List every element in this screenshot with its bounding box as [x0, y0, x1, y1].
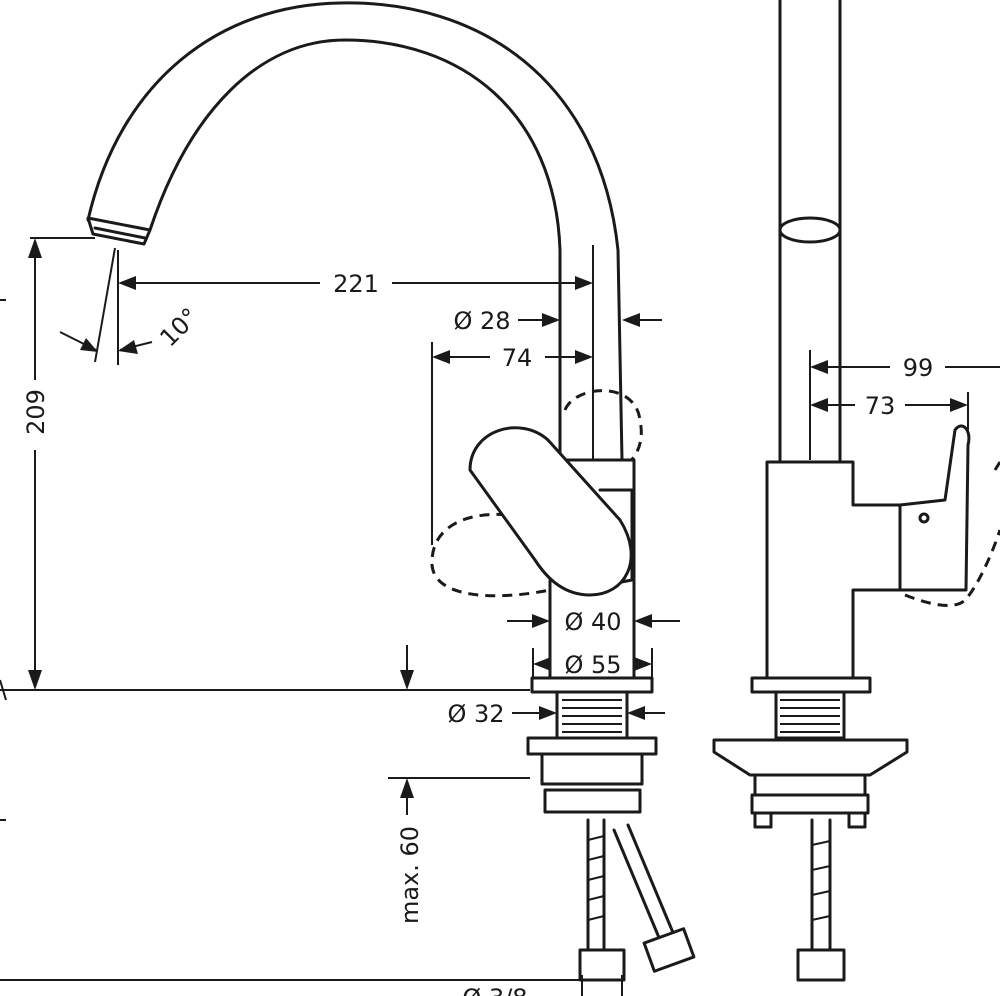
- side-lever-screw: [918, 512, 930, 524]
- side-base-flange: [750, 676, 872, 694]
- arrow-221-right: [575, 276, 593, 290]
- deck-plate: [526, 736, 658, 756]
- side-lever-handle: [898, 424, 971, 592]
- side-dimensions: 99 73: [809, 350, 1000, 460]
- arrow-209-top: [28, 238, 42, 258]
- side-thread-lines: [780, 699, 840, 733]
- side-view: [712, 0, 1000, 982]
- spout-tip: [86, 216, 152, 246]
- spout-height-label: 209: [22, 389, 50, 435]
- lever-open-position-outline: [563, 389, 643, 472]
- arrow-221-left: [118, 276, 136, 290]
- spout-reach-label: 221: [333, 270, 379, 298]
- lock-washer: [543, 788, 642, 814]
- side-lever-dashed-position: [904, 461, 1000, 607]
- spout-inner-contour: [148, 38, 562, 462]
- side-nut-right: [847, 811, 867, 829]
- side-aerator: [778, 216, 842, 244]
- partial-bottom-label: Ø 3/8: [462, 984, 527, 996]
- side-nut-left: [753, 811, 773, 829]
- side-hose-fitting: [796, 948, 846, 982]
- spout-aerator: [93, 226, 147, 240]
- front-dimensions: 221 10° 209 Ø 28 74 Ø 40: [0, 237, 680, 996]
- arrow-209-bottom: [28, 670, 42, 690]
- spout-diameter-label: Ø 28: [453, 307, 510, 335]
- spout-angle-label: 10°: [154, 302, 204, 352]
- spout-outer-contour: [86, 1, 624, 462]
- side-lock-washer: [750, 793, 870, 815]
- base-diameter-label: Ø 55: [564, 651, 621, 679]
- mounting-nut: [540, 752, 644, 786]
- side-deck-plate: [712, 738, 909, 777]
- lever-reach-label: 74: [502, 344, 533, 372]
- hose-hatching: [587, 835, 605, 921]
- supply-hose-straight: [586, 818, 606, 962]
- thread-lines: [562, 699, 622, 733]
- side-reach-99-label: 99: [903, 354, 934, 382]
- lever-side-position-outline: [430, 512, 551, 598]
- front-view: [86, 1, 696, 982]
- base-flange: [530, 676, 654, 694]
- body-diameter-label: Ø 40: [564, 608, 621, 636]
- supply-hose-angled: [612, 823, 676, 942]
- side-mounting-nut: [753, 773, 867, 797]
- side-hose: [810, 818, 832, 962]
- thread-diameter-label: Ø 32: [447, 700, 504, 728]
- hose-fitting-straight: [578, 948, 626, 982]
- side-reach-73-label: 73: [865, 392, 896, 420]
- max-deck-thickness-label: max. 60: [396, 826, 424, 924]
- hose-fitting-angled: [642, 927, 696, 973]
- lever-handle: [468, 426, 633, 597]
- side-body: [765, 460, 902, 680]
